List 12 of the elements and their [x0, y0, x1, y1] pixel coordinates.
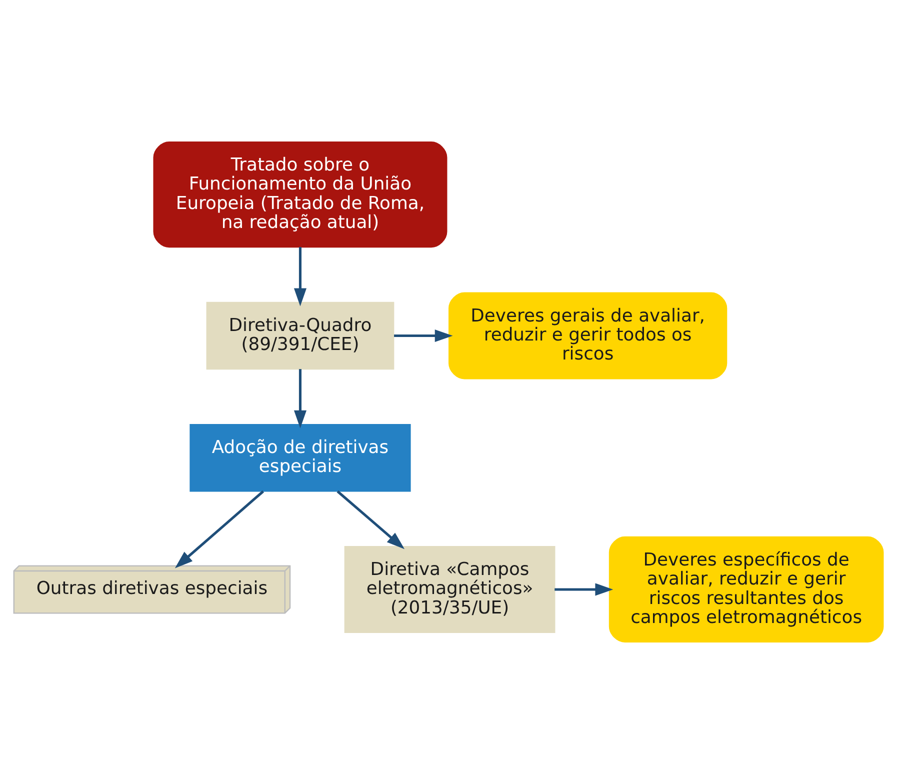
- node-box: Diretiva «Campos eletromagnéticos» (2013/35/UE): [344, 546, 556, 632]
- arrow: [394, 328, 453, 342]
- arrow: [294, 246, 306, 306]
- node-box: Adoção de diretivas especiais: [190, 423, 411, 492]
- node-box: Tratado sobre o Funcionamento da União Europeia (Tratado de Roma, na redação atual): [153, 140, 448, 248]
- node-box: Deveres gerais de avaliar, reduzir e gerir todos os riscos: [448, 292, 728, 379]
- arrow: [294, 368, 306, 428]
- arrow: [336, 490, 405, 549]
- node-box: Diretiva-Quadro (89/391/CEE): [206, 301, 394, 370]
- arrow: [174, 490, 264, 568]
- arrow: [554, 582, 614, 596]
- node-box: Deveres específicos de avaliar, reduzir e gerir riscos resultantes dos campos eletromagnéticos: [608, 536, 884, 642]
